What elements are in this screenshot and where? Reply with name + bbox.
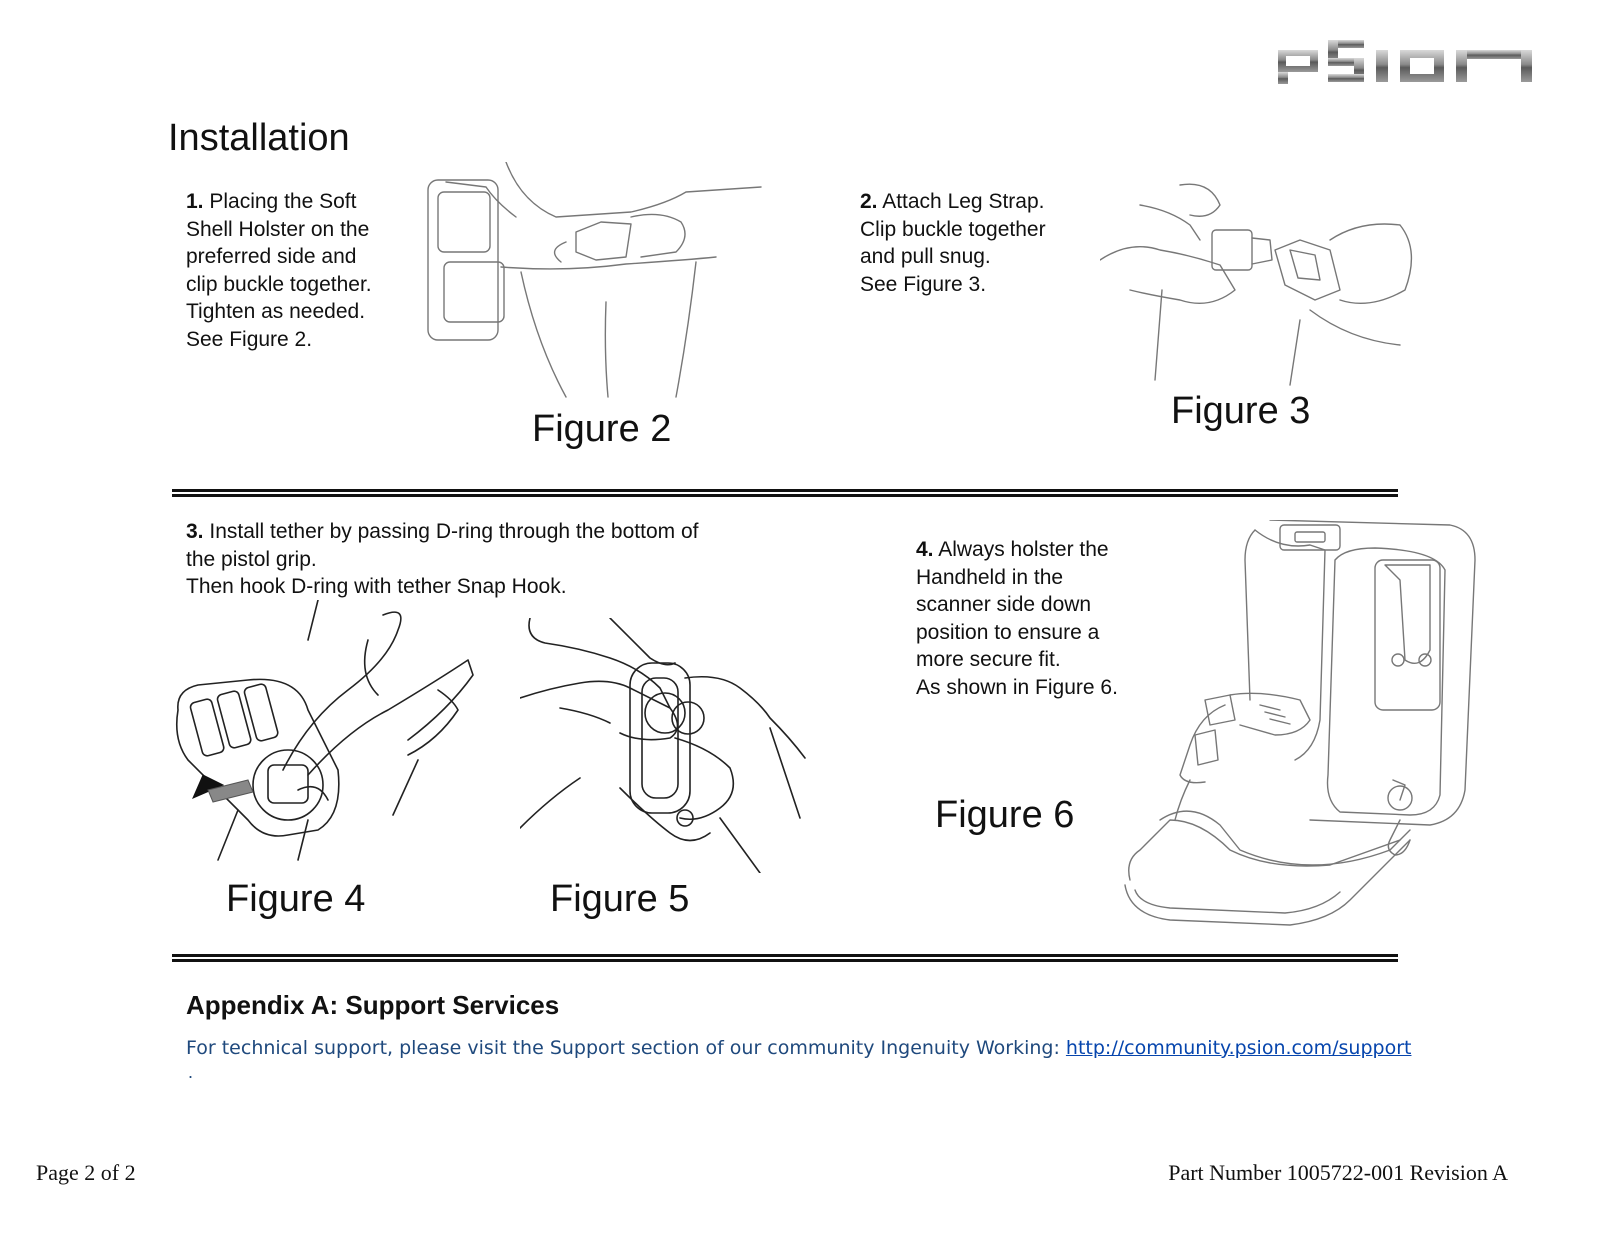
section-divider-2 [172, 954, 1398, 962]
psion-logo-graphic [1278, 40, 1532, 84]
page-title: Installation [168, 117, 350, 159]
psion-logo [1270, 30, 1540, 94]
step-3-text: Install tether by passing D-ring through… [186, 520, 699, 598]
step-1: 1. Placing the Soft Shell Holster on the… [186, 188, 426, 353]
figure-4-illustration [175, 600, 474, 861]
step-1-text: Placing the Soft Shell Holster on the pr… [186, 190, 372, 351]
support-text: For technical support, please visit the … [186, 1037, 1066, 1059]
step-1-number: 1. [186, 190, 204, 213]
step-2-number: 2. [860, 190, 878, 213]
figure-6-illustration [1124, 520, 1476, 926]
page-number: Page 2 of 2 [36, 1160, 136, 1185]
support-trailing-period: . [188, 1062, 194, 1082]
appendix-heading: Appendix A: Support Services [186, 990, 560, 1020]
section-divider-1 [172, 489, 1398, 497]
step-3-number: 3. [186, 520, 204, 543]
figure-2-illustration [427, 162, 762, 398]
step-2-text: Attach Leg Strap. Clip buckle together a… [860, 190, 1046, 296]
figure-3-caption: Figure 3 [1171, 390, 1311, 432]
step-3: 3. Install tether by passing D-ring thro… [186, 518, 826, 601]
figure-2-caption: Figure 2 [532, 408, 672, 450]
support-link[interactable]: http://community.psion.com/support [1065, 1037, 1412, 1059]
step-4-number: 4. [916, 538, 934, 561]
figure-3-illustration [1100, 183, 1413, 386]
step-4-text: Always holster the Handheld in the scann… [916, 538, 1118, 699]
step-2: 2. Attach Leg Strap. Clip buckle togethe… [860, 188, 1100, 298]
figure-4-caption: Figure 4 [226, 878, 366, 920]
figure-5-illustration [520, 618, 806, 873]
part-number: Part Number 1005722-001 Revision A [1168, 1160, 1508, 1185]
step-4: 4. Always holster the Handheld in the sc… [916, 536, 1176, 701]
figure-6-caption: Figure 6 [935, 794, 1075, 836]
figure-5-caption: Figure 5 [550, 878, 690, 920]
support-paragraph: For technical support, please visit the … [186, 1037, 1411, 1059]
